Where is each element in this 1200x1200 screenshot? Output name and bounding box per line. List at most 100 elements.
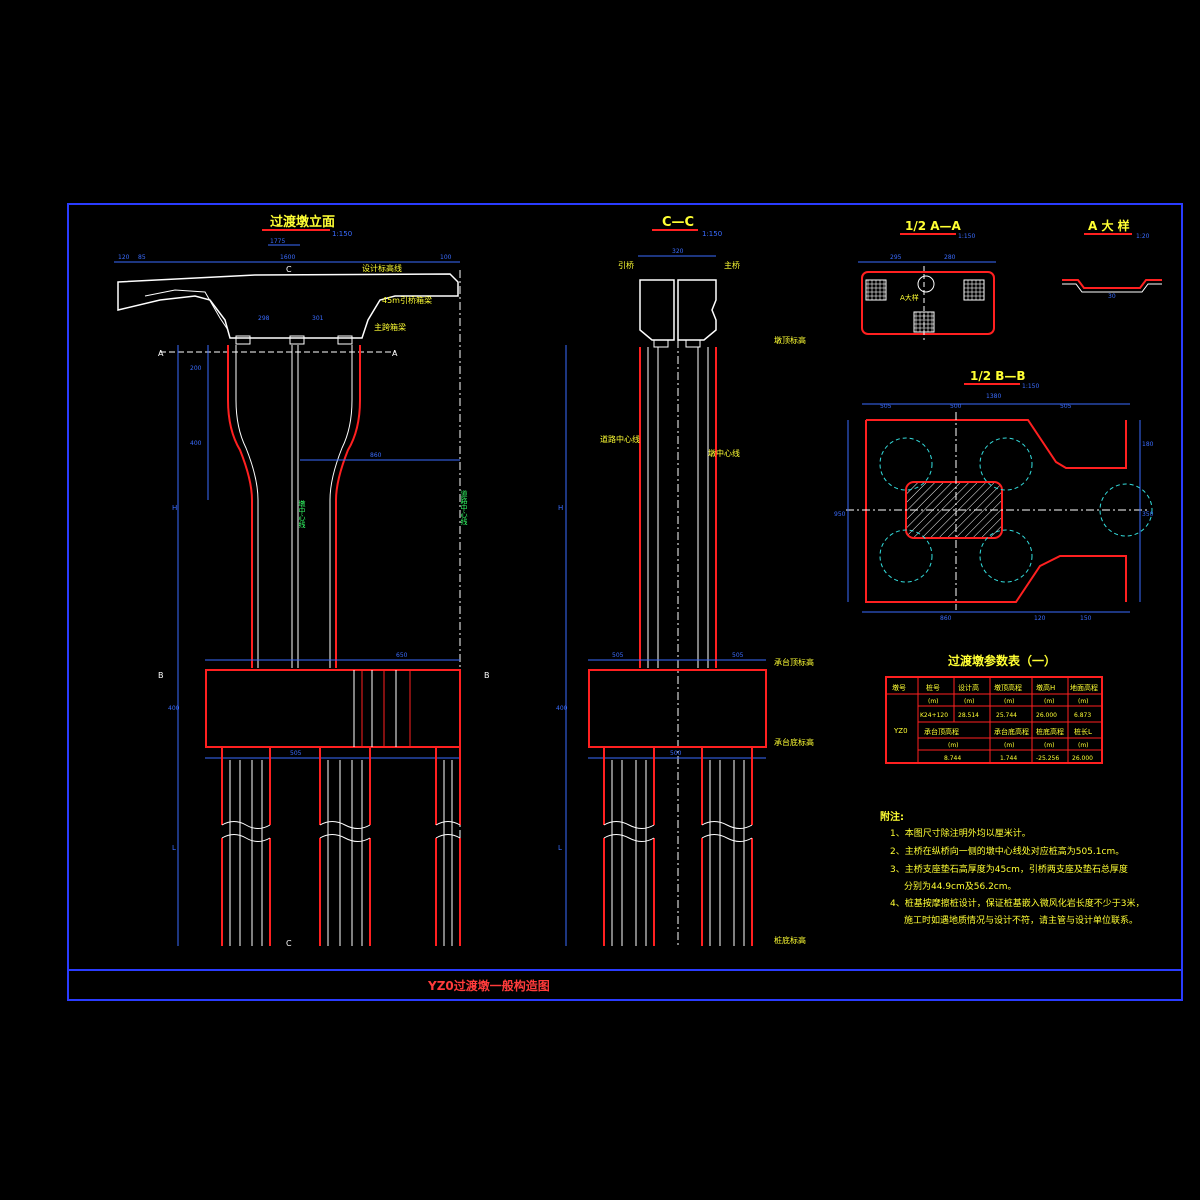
dim-85: 85 <box>138 254 146 261</box>
section-mark-c: C <box>286 265 292 274</box>
half-aa-scale: 1:150 <box>958 233 975 240</box>
half-bb-dim-505: 505 <box>880 403 892 410</box>
section-cc-scale: 1:150 <box>702 230 722 238</box>
half-bb-dim-120: 120 <box>1034 615 1046 622</box>
elevation-title: 过渡墩立面 <box>270 214 335 230</box>
half-bb-dim-1380: 1380 <box>986 393 1001 400</box>
mark-b-left: B <box>158 671 164 680</box>
note-2: 2、主桥在纵桥向一侧的墩中心线处对应桩高为505.1cm。 <box>890 845 1124 857</box>
dim-120: 120 <box>118 254 130 261</box>
half-aa-dim-280: 280 <box>944 254 956 261</box>
pile-breaks-cc <box>603 760 753 946</box>
half-bb-scale: 1:150 <box>1022 383 1039 390</box>
tu2-pile-len: (m) <box>1078 742 1089 749</box>
notes-title: 附注: <box>880 810 904 823</box>
th-ground: 地面高程 <box>1070 683 1098 692</box>
tu-ground: (m) <box>1078 698 1089 705</box>
label-main-side: 主桥 <box>724 260 740 270</box>
label-design-elevation: 设计标高线 <box>362 263 402 273</box>
pier-right-outer <box>335 345 361 668</box>
cc-dim-500: 500 <box>670 750 682 757</box>
detail-a-scale: 1:20 <box>1136 233 1150 240</box>
half-aa-dim-295: 295 <box>890 254 902 261</box>
label-road-center-v: 道路中心线 <box>600 434 640 444</box>
dim-298: 298 <box>258 315 270 322</box>
section-cc-title: C—C <box>662 215 694 230</box>
cc-dim-505-a: 505 <box>612 652 624 659</box>
half-aa-bearing-2 <box>963 279 985 301</box>
half-aa-outline <box>861 271 995 335</box>
cc-dim-400: 400 <box>556 705 568 712</box>
elevation-view: 过渡墩立面 1:150 1775 120 85 1600 100 设计标高线 4… <box>114 214 490 948</box>
td2-cap-bottom: 1.744 <box>1000 755 1017 762</box>
half-bb-dim-300: 150 <box>1080 615 1092 622</box>
note-4-cont: 施工时如遇地质情况与设计不符，请主管与设计单位联系。 <box>904 914 1138 926</box>
parameter-table: 过渡墩参数表（一） 墩号 桩号 设计高 墩顶高程 墩高H 地面高程 (m) (m… <box>885 653 1103 764</box>
th-station: 桩号 <box>926 683 940 692</box>
label-cap-top-elev: 承台顶标高 <box>774 657 814 667</box>
tu2-cap-bottom: (m) <box>1004 742 1015 749</box>
cc-dim-505-b: 505 <box>732 652 744 659</box>
dim-1600: 1600 <box>280 254 295 261</box>
td2-pile-bottom: -25.256 <box>1036 755 1059 762</box>
tu2-cap-top: (m) <box>948 742 959 749</box>
half-bb-dim-950: 950 <box>834 511 846 518</box>
cc-girder-right <box>677 279 717 341</box>
th-design: 设计高 <box>958 683 979 692</box>
tu-pier-top: (m) <box>1004 698 1015 705</box>
notes-block: 附注: 1、本图尺寸除注明外均以厘米计。 2、主桥在纵桥向一侧的墩中心线处对应桩… <box>880 810 1144 926</box>
tu2-pile-bottom: (m) <box>1044 742 1055 749</box>
detail-a-profile <box>1062 279 1162 289</box>
half-bb-dim-860: 860 <box>940 615 952 622</box>
cap-beam-outline <box>117 273 459 339</box>
label-pier-center: 墩中心线 <box>298 499 306 528</box>
td-pier-top: 25.744 <box>996 712 1017 719</box>
cc-bearing-right <box>685 339 701 348</box>
cc-dim-H: H <box>558 504 563 512</box>
elevation-scale: 1:150 <box>332 230 352 238</box>
label-pier-top-elev: 墩顶标高 <box>774 335 806 345</box>
piles-elevation <box>221 747 461 946</box>
piles-cc <box>603 747 753 946</box>
dim-650: 650 <box>396 652 408 659</box>
note-3: 3、主桥支座垫石高厚度为45cm，引桥两支座及垫石总厚度 <box>890 863 1128 875</box>
td-station: K24+120 <box>920 712 948 719</box>
half-bb-dim-500: 500 <box>950 403 962 410</box>
half-aa-detail-ref: A大样 <box>900 293 919 302</box>
th-pier-top: 墩顶高程 <box>994 683 1022 692</box>
note-3-cont: 分别为44.9cm及56.2cm。 <box>904 880 1017 892</box>
mark-a-right: A <box>392 349 398 358</box>
table-title: 过渡墩参数表（一） <box>948 653 1056 668</box>
table-border <box>885 676 1103 764</box>
detail-a-inner <box>1062 283 1162 293</box>
label-pile-bottom-elev: 桩底标高 <box>774 935 806 945</box>
cc-pile-cap <box>588 669 767 748</box>
tu-station: (m) <box>928 698 939 705</box>
note-1: 1、本图尺寸除注明外均以厘米计。 <box>890 827 1031 839</box>
sheet-frame <box>67 203 1183 1001</box>
mark-a-left: A <box>158 349 164 358</box>
td2-cap-top: 8.744 <box>944 755 961 762</box>
dim-400-cap: 400 <box>168 705 180 712</box>
td-design: 28.514 <box>958 712 979 719</box>
section-cc-view: C—C 1:150 320 引桥 主桥 道路中心线 墩中心线 H L 400 5… <box>556 215 814 946</box>
section-mark-c-bottom: C <box>286 939 292 948</box>
td-pier-h: 26.000 <box>1036 712 1057 719</box>
half-bb-dim-180: 180 <box>1142 441 1154 448</box>
label-approach-bearing: 45m引桥箱梁 <box>382 295 432 305</box>
half-bb-outline <box>865 419 1127 603</box>
cc-dim-320: 320 <box>672 248 684 255</box>
dim-505-pile: 505 <box>290 750 302 757</box>
td-ground: 6.873 <box>1074 712 1091 719</box>
half-bb-piles <box>879 437 1153 583</box>
dim-1775: 1775 <box>270 238 285 245</box>
th2-cap-top: 承台顶高程 <box>924 727 959 736</box>
bearing-left <box>235 335 251 345</box>
pier-left-inner <box>235 345 259 668</box>
table-grid <box>886 677 1102 763</box>
detail-a-view: A 大 样 1:20 30 <box>1062 218 1162 300</box>
pier-right-inner <box>329 345 353 668</box>
dim-100: 100 <box>440 254 452 261</box>
half-bb-dim-350: 350 <box>1142 511 1154 518</box>
